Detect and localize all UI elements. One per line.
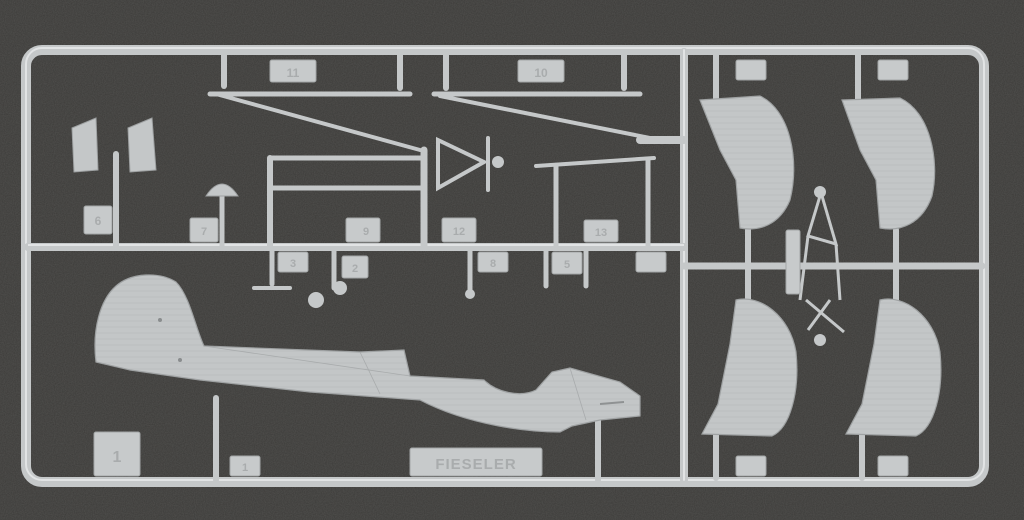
brand-tab-label: FIESELER bbox=[435, 456, 516, 473]
brand-tab: FIESELER bbox=[409, 447, 543, 477]
tab-6-label: 6 bbox=[95, 214, 102, 228]
sprue-frame bbox=[21, 45, 989, 487]
tab-5-label: 5 bbox=[564, 259, 570, 271]
tail-surfaces bbox=[699, 51, 942, 481]
tab-3: 3 bbox=[277, 251, 309, 273]
fuselage-half bbox=[94, 274, 641, 433]
blank-tab bbox=[635, 251, 667, 273]
tab-11: 11 bbox=[269, 59, 317, 83]
tab-1-small-label: 1 bbox=[242, 462, 248, 474]
tab-9-label: 9 bbox=[363, 226, 369, 238]
tab-7-label: 7 bbox=[201, 226, 207, 238]
tab-12-label: 12 bbox=[453, 226, 465, 238]
tab-13: 13 bbox=[583, 219, 619, 243]
tab-11-label: 11 bbox=[287, 66, 300, 80]
tab-3-label: 3 bbox=[290, 258, 296, 270]
tab-2: 2 bbox=[341, 255, 369, 279]
tab-5: 5 bbox=[551, 251, 583, 275]
tab-6: 6 bbox=[83, 205, 113, 235]
tab-8-label: 8 bbox=[490, 258, 496, 270]
tab-1-small: 1 bbox=[229, 455, 261, 477]
tab-8: 8 bbox=[477, 251, 509, 273]
upper-gates bbox=[71, 51, 688, 251]
tab-13-label: 13 bbox=[595, 227, 607, 239]
tab-10: 10 bbox=[517, 59, 565, 83]
tab-1-large-label: 1 bbox=[113, 449, 122, 466]
tab-10-label: 10 bbox=[534, 66, 548, 80]
tab-12: 12 bbox=[441, 217, 477, 243]
tab-9: 9 bbox=[345, 217, 381, 243]
lower-gates bbox=[252, 247, 589, 308]
tab-2-label: 2 bbox=[352, 263, 358, 275]
tab-1-large: 1 bbox=[93, 431, 141, 477]
tab-7: 7 bbox=[189, 217, 219, 243]
